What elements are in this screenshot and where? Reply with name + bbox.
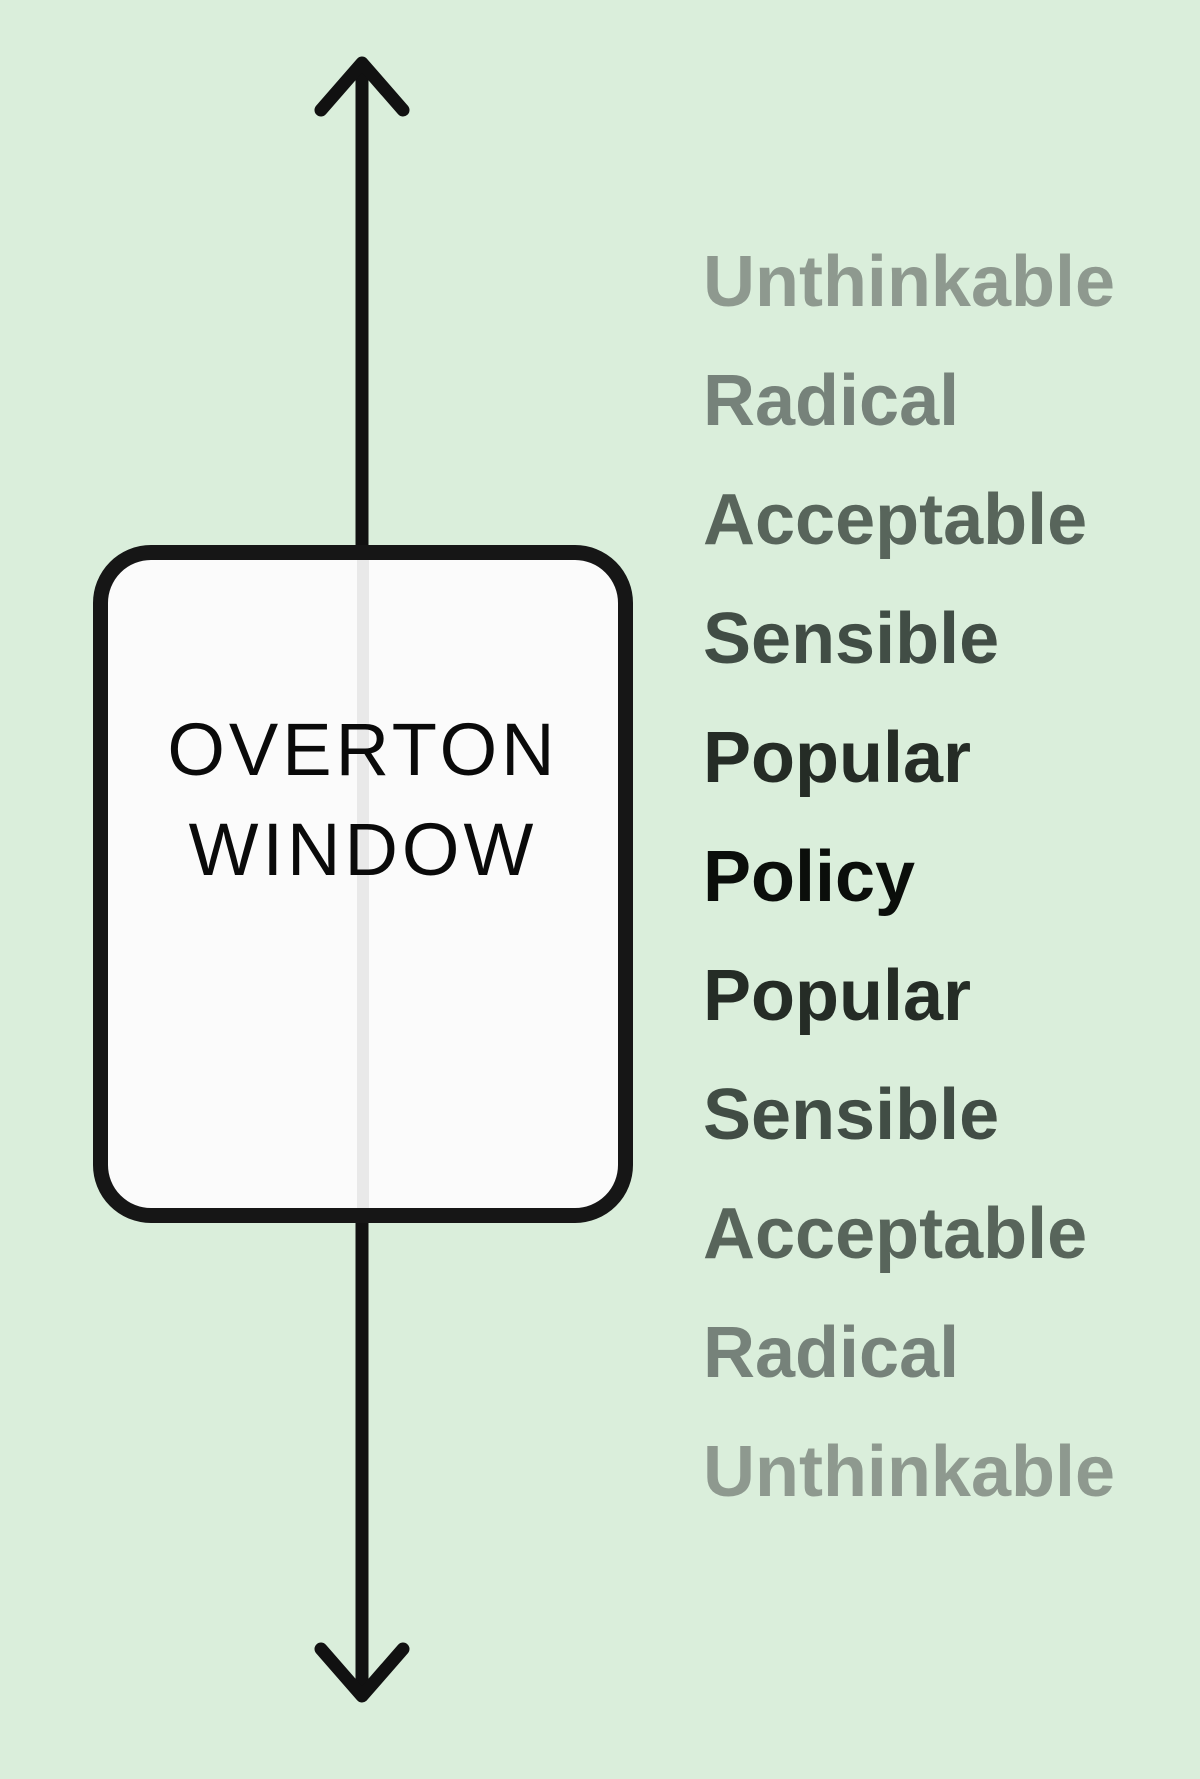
scale-item-unthinkable: Unthinkable	[703, 1432, 1116, 1512]
scale-item-popular: Popular	[703, 956, 972, 1036]
arrow-head-up	[314, 56, 410, 117]
scale-item-radical: Radical	[703, 1313, 960, 1393]
overton-window-box: OVERTON WINDOW	[93, 545, 633, 1223]
scale-item-acceptable: Acceptable	[703, 480, 1088, 560]
arrow-head-down	[314, 1642, 410, 1703]
overton-window-label: OVERTON WINDOW	[108, 700, 618, 900]
scale-item-sensible: Sensible	[703, 599, 1000, 679]
scale-item-sensible: Sensible	[703, 1075, 1000, 1155]
scale-item-popular: Popular	[703, 718, 972, 798]
axis-line-through-box	[357, 560, 369, 1208]
overton-window-label-line2: WINDOW	[188, 808, 538, 891]
scale-item-unthinkable: Unthinkable	[703, 242, 1116, 322]
scale-item-radical: Radical	[703, 361, 960, 441]
overton-window-label-line1: OVERTON	[167, 708, 559, 791]
scale-item-policy: Policy	[703, 837, 916, 917]
scale-item-acceptable: Acceptable	[703, 1194, 1088, 1274]
